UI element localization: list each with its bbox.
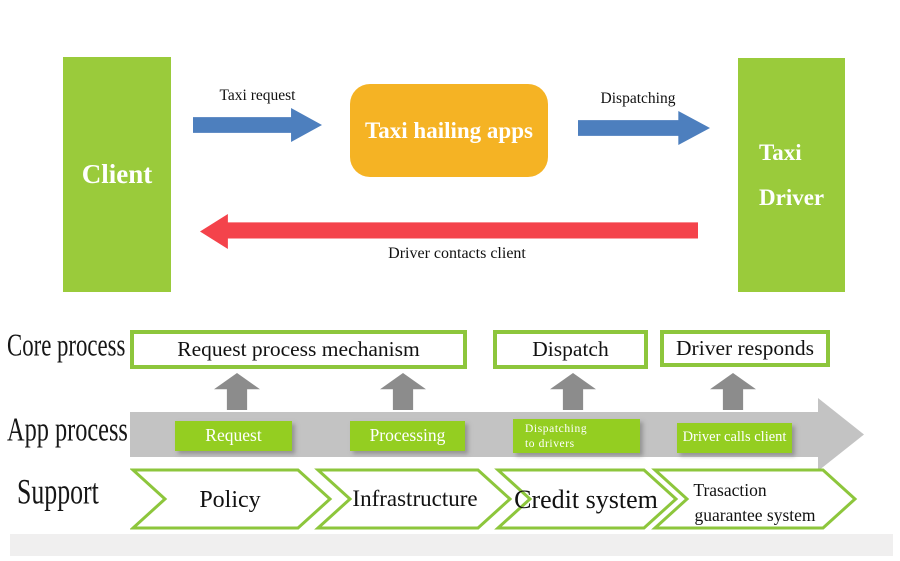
app-step-label: Processing [369, 425, 446, 445]
support-row-label: Support [17, 473, 99, 513]
chevron-shape-trasaction-guarantee [651, 468, 858, 530]
right-arrow-icon [193, 108, 322, 142]
left-arrow-icon [200, 214, 698, 249]
right-arrow-icon [578, 111, 710, 145]
support-item-trasaction-line2: guarantee system [695, 505, 816, 525]
support-item-policy: Policy [199, 487, 260, 513]
app-step-label: Request [205, 425, 262, 445]
driver-contacts-client-label: Driver contacts client [388, 245, 526, 262]
taxi-driver-label-line2: Driver [759, 185, 825, 210]
dispatching-arrow-label: Dispatching [600, 90, 676, 107]
core-box-label: Dispatch [532, 337, 609, 361]
client-label: Client [81, 159, 153, 189]
up-arrow-icon [214, 373, 260, 410]
support-chevron-row: Policy Infrastructure Credit system Tras… [130, 468, 858, 530]
app-step-driver-calls-client: Driver calls client [677, 423, 792, 453]
up-arrow-icon [550, 373, 596, 410]
app-step-processing: Processing [350, 421, 465, 451]
support-item-infrastructure: Infrastructure [352, 486, 477, 511]
up-arrow-icon [710, 373, 756, 410]
core-process-row-label: Core process [7, 328, 126, 363]
taxi-hailing-apps-label: Taxi hailing apps [365, 117, 533, 143]
core-box-label: Driver responds [676, 336, 814, 360]
app-step-request: Request [175, 421, 292, 451]
chevron-shape-infrastructure [314, 468, 513, 530]
client-box: Client [63, 57, 171, 292]
taxi-hailing-apps-box: Taxi hailing apps [350, 84, 548, 177]
support-item-credit-system: Credit system [514, 485, 658, 514]
core-box-label: Request process mechanism [177, 337, 420, 361]
up-arrow-icon [380, 373, 426, 410]
app-step-label-line1: Dispatching [525, 423, 588, 435]
taxi-driver-label-line1: Taxi [759, 140, 802, 165]
support-item-trasaction-line1: Trasaction [693, 480, 766, 500]
chevron-shape-credit-system [494, 468, 679, 530]
core-box-driver-responds: Driver responds [660, 330, 830, 367]
band-arrowhead-icon [818, 398, 864, 471]
core-box-dispatch: Dispatch [493, 330, 648, 369]
chevron-shape-policy [130, 468, 333, 530]
taxi-driver-box: Taxi Driver [738, 58, 845, 292]
core-box-request-process-mechanism: Request process mechanism [130, 330, 467, 369]
app-step-label-line2: to drivers [525, 438, 575, 450]
app-step-dispatching-to-drivers: Dispatching to drivers [513, 419, 640, 453]
bottom-strip [10, 534, 893, 556]
taxi-request-arrow-label: Taxi request [219, 87, 296, 104]
app-process-row-label: App process [7, 410, 128, 449]
app-step-label: Driver calls client [682, 429, 787, 445]
